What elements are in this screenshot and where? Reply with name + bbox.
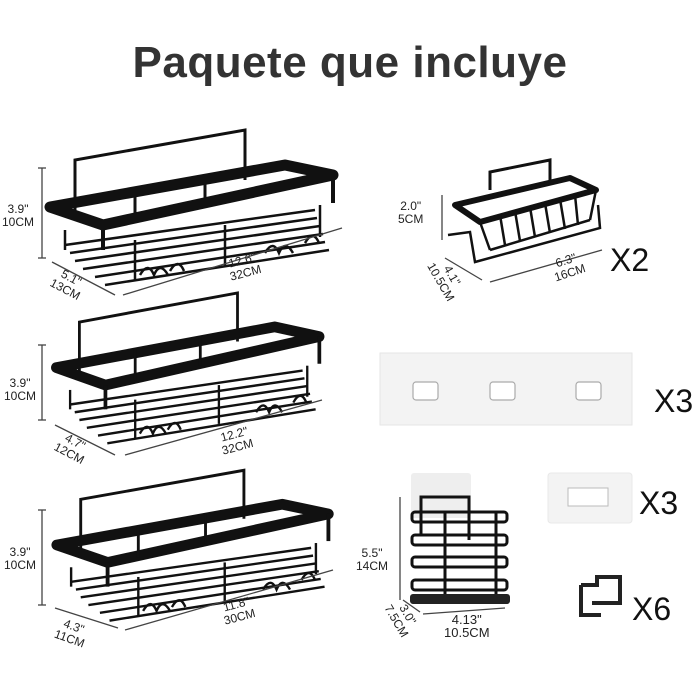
basket-2-height-label: 3.9"10CM <box>4 376 37 403</box>
shower-basket-large <box>50 130 333 285</box>
shower-basket-small <box>57 470 329 620</box>
utensil-holder <box>410 473 510 604</box>
adhesive-strip-quantity: X3 <box>654 383 694 419</box>
hook-quantity: X6 <box>632 591 672 627</box>
basket-1-height-label: 3.9"10CM <box>2 202 35 229</box>
soap-dish-quantity: X2 <box>610 242 650 278</box>
shower-basket-medium <box>56 293 319 443</box>
adhesive-strip <box>379 352 633 426</box>
holder-width-label: 4.13"10.5CM <box>444 612 490 640</box>
dimension-lines <box>38 167 603 631</box>
page-title: Paquete que incluye <box>132 38 568 87</box>
hook <box>581 575 622 605</box>
adhesive-pad-quantity: X3 <box>639 485 679 521</box>
basket-3-height-label: 3.9"10CM <box>4 545 37 572</box>
holder-height-label: 5.5"14CM <box>356 546 389 573</box>
adhesive-pad <box>547 472 633 524</box>
soap-dish <box>447 158 602 264</box>
soap-dish-height-label: 2.0"5CM <box>398 199 424 226</box>
